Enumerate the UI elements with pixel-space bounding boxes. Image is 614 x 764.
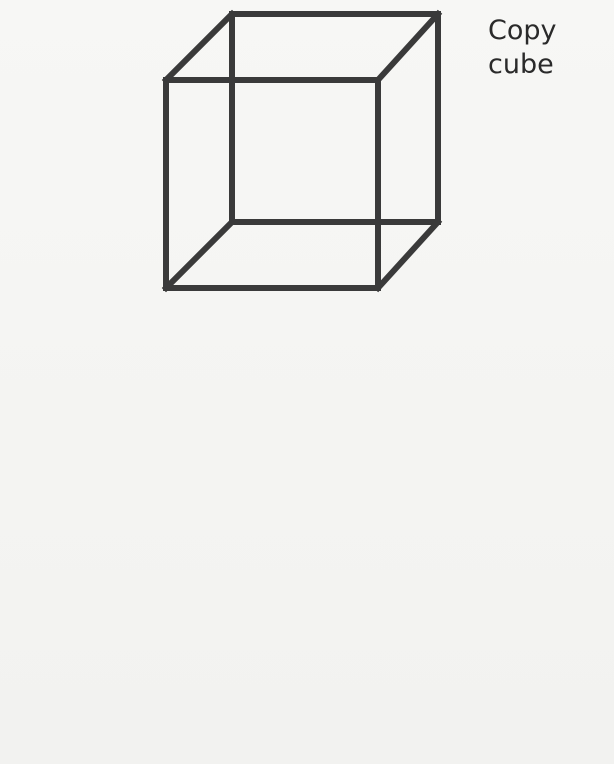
cube-front-face — [163, 77, 381, 291]
cube-svg — [161, 9, 443, 293]
cube-edge-bottom-left — [161, 217, 237, 293]
instruction-line-cube: cube — [488, 49, 554, 80]
cube-edge-top-left — [161, 9, 237, 85]
cube-back-face — [229, 11, 441, 225]
instruction-text: Copy cube — [488, 14, 598, 82]
cube-drawing — [160, 8, 450, 298]
cube-edge-bottom-right — [373, 217, 443, 293]
cube-edge-top-right — [373, 9, 443, 85]
instruction-line-copy: Copy — [488, 15, 557, 46]
